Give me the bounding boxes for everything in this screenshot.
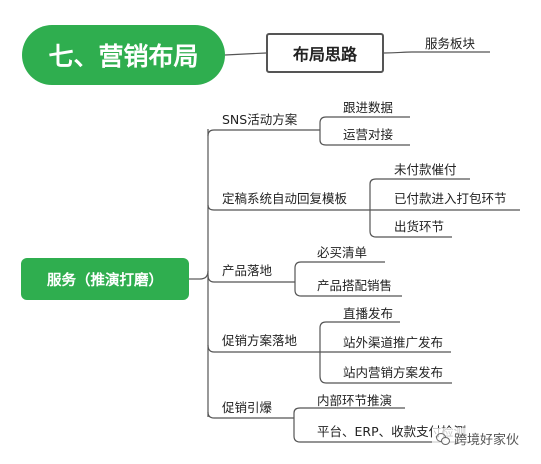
service-node: 服务（推演打磨） (21, 258, 189, 300)
concept-child-node: 服务板块 (425, 36, 476, 51)
branch-auto-reply: 定稿系统自动回复模板 (222, 191, 348, 206)
branch-promo-plan: 促销方案落地 (222, 333, 298, 348)
title-connector (224, 52, 267, 56)
leaf-paid-packing: 已付款进入打包环节 (394, 191, 507, 206)
leaf-follow-data: 跟进数据 (343, 100, 394, 115)
leaf-platform-check: 平台、ERP、收款支付检测 (317, 424, 467, 439)
leaf-internal-promo: 站内营销方案发布 (343, 365, 444, 380)
title-node: 七、营销布局 (22, 25, 225, 85)
leaf-unpaid-reminder: 未付款催付 (394, 162, 457, 177)
watermark: 跨境好家伙 (432, 428, 524, 449)
branch-line-1 (207, 129, 320, 137)
wechat-icon (436, 432, 450, 445)
concept-connector (383, 51, 490, 54)
branch-line-2 (207, 204, 370, 211)
trunk-cap-top (199, 270, 209, 280)
watermark-text: 跨境好家伙 (454, 433, 520, 448)
branch-product: 产品落地 (222, 263, 273, 278)
leaf-external-promo: 站外渠道推广发布 (343, 335, 444, 350)
leaf-live-release: 直播发布 (343, 306, 394, 321)
leaf-internal-rehearsal: 内部环节推演 (317, 393, 393, 408)
leaf-ops-connect: 运营对接 (343, 127, 394, 142)
leaf-bundle-sales: 产品搭配销售 (317, 278, 393, 293)
concept-node: 布局思路 (266, 33, 384, 73)
branch-promo-boost: 促销引爆 (222, 400, 273, 415)
leaf-shipping: 出货环节 (394, 219, 445, 234)
branch-line-5 (207, 411, 294, 419)
branch-sns: SNS活动方案 (222, 112, 298, 127)
leaf-must-buy: 必买清单 (317, 245, 368, 260)
branch-line-3 (207, 274, 295, 283)
branch-line-4 (207, 344, 320, 353)
